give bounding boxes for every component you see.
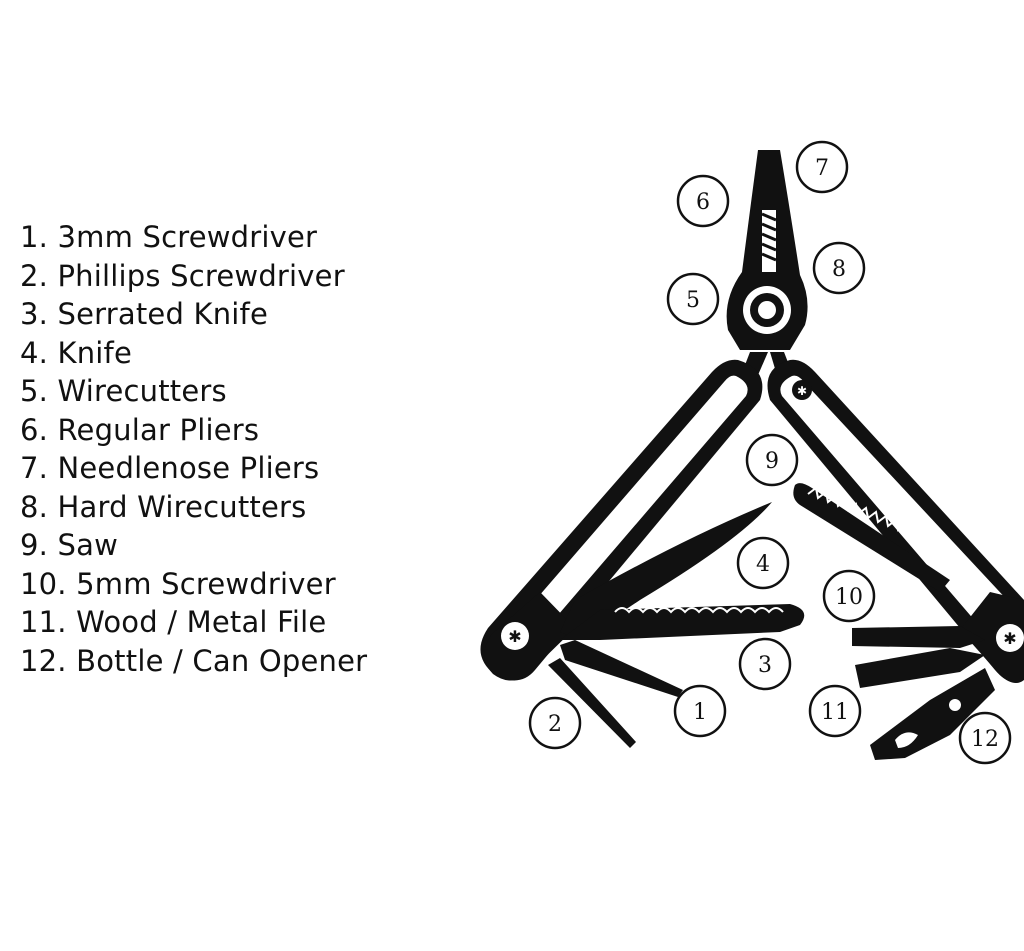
callout-12: 12 (958, 711, 1012, 765)
callout-label: 9 (765, 449, 779, 474)
legend-item: 2. Phillips Screwdriver (20, 258, 345, 293)
callout-2: 2 (528, 696, 582, 750)
legend-item: 6. Regular Pliers (20, 412, 260, 447)
callout-7: 7 (795, 140, 849, 194)
callout-11: 11 (808, 684, 862, 738)
callout-1: 1 (673, 684, 727, 738)
legend-item: 8. Hard Wirecutters (20, 489, 307, 524)
legend-item: 4. Knife (20, 335, 132, 370)
tool-legend: 1. 3mm Screwdriver 2. Phillips Screwdriv… (20, 218, 367, 680)
callout-5: 5 (666, 272, 720, 326)
multitool-diagram: ✱ ✱ ✱ 1 2 (480, 140, 1024, 765)
callout-label: 10 (835, 585, 863, 610)
legend-item: 5. Wirecutters (20, 374, 227, 408)
callout-label: 6 (696, 190, 710, 215)
callout-3: 3 (738, 637, 792, 691)
legend-item: 12. Bottle / Can Opener (20, 643, 368, 678)
callout-label: 3 (758, 653, 772, 678)
svg-text:✱: ✱ (1003, 629, 1016, 648)
svg-text:✱: ✱ (797, 384, 807, 398)
bottle-opener (870, 668, 995, 760)
file-blade (855, 648, 985, 688)
callout-label: 12 (971, 727, 999, 752)
callout-label: 2 (548, 712, 562, 737)
knife-blade (560, 502, 772, 640)
legend-item: 3. Serrated Knife (20, 297, 268, 331)
callout-markers: 1 2 3 4 5 6 7 8 (528, 140, 1012, 765)
screwdriver-3mm (560, 640, 683, 697)
callout-label: 8 (832, 257, 846, 282)
callout-label: 5 (686, 288, 700, 313)
legend-item: 11. Wood / Metal File (20, 605, 327, 639)
callout-4: 4 (736, 536, 790, 590)
callout-label: 4 (756, 552, 770, 577)
callout-8: 8 (812, 241, 866, 295)
pliers-head (726, 150, 808, 382)
legend-item: 1. 3mm Screwdriver (20, 220, 318, 254)
legend-item: 7. Needlenose Pliers (20, 451, 320, 485)
callout-label: 7 (815, 156, 829, 181)
legend-item: 10. 5mm Screwdriver (20, 566, 336, 601)
phillips-screwdriver (548, 658, 636, 748)
left-handle: ✱ (480, 359, 763, 681)
callout-label: 1 (693, 700, 707, 725)
saw-blade (793, 483, 950, 592)
callout-6: 6 (676, 174, 730, 228)
svg-text:✱: ✱ (508, 627, 521, 646)
callout-label: 11 (821, 700, 849, 725)
serrated-knife (560, 604, 805, 640)
legend-item: 9. Saw (20, 528, 118, 562)
callout-9: 9 (745, 433, 799, 487)
callout-10: 10 (822, 569, 876, 623)
screwdriver-5mm (852, 626, 985, 648)
